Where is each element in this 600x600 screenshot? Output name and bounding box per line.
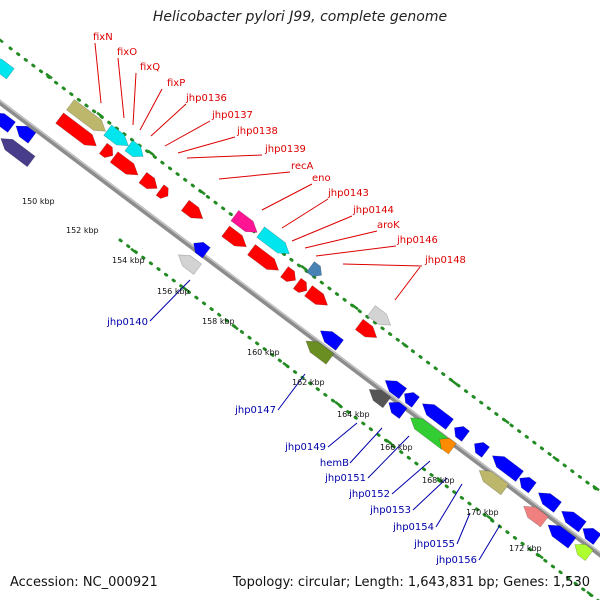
gene-red-j [292, 277, 308, 293]
gene-label-jhp0155: jhp0155 [413, 539, 455, 550]
gene-label-fixq: fixQ [140, 62, 160, 73]
gene-label-arok: aroK [377, 220, 400, 231]
gene-pink [523, 505, 549, 528]
kbp-tick-label: 170 kbp [466, 508, 499, 517]
gene-label-fixn: fixN [93, 32, 113, 43]
gene-label-jhp0137: jhp0137 [211, 110, 253, 121]
gene-fixQ [124, 139, 144, 158]
gene-orange [439, 437, 457, 455]
map-title: Helicobacter pylori J99, complete genome [152, 9, 448, 25]
gene-label-jhp0138: jhp0138 [236, 126, 278, 137]
gene-blue-n [537, 492, 562, 513]
gene-blue-k [474, 442, 490, 458]
gene-blue-b [0, 113, 16, 133]
gene-label-fixo: fixO [117, 47, 137, 58]
gene-blue-q [582, 527, 600, 546]
gene-label-jhp0154: jhp0154 [392, 522, 434, 533]
gene-label-jhp0148: jhp0148 [424, 255, 466, 266]
accession-text: Accession: NC_000921 [10, 575, 158, 590]
gene-red-d [138, 171, 158, 190]
gene-recA [230, 209, 258, 233]
gene-blue-d [193, 241, 211, 259]
gene-blue-a [0, 58, 15, 80]
gene-red-h [247, 244, 280, 271]
gene-red-e [155, 184, 169, 199]
gene-label-jhp0152: jhp0152 [348, 489, 390, 500]
gene-blue-l [491, 455, 524, 482]
gene-blue-f [384, 380, 408, 400]
gene-label-jhp0140: jhp0140 [106, 317, 148, 328]
gene-label-jhp0147: jhp0147 [234, 405, 276, 416]
kbp-tick-label: 166 kbp [380, 443, 413, 452]
gene-label-jhp0149: jhp0149 [284, 442, 326, 453]
gene-label-jhp0139: jhp0139 [264, 144, 306, 155]
gene-red-k [304, 285, 329, 306]
gene-label-jhp0153: jhp0153 [369, 505, 411, 516]
kbp-tick-label: 158 kbp [202, 317, 235, 326]
gene-grey-b [177, 254, 202, 275]
gene-blue-e [319, 330, 344, 351]
gene-blue-i [454, 426, 470, 442]
gene-label-jhp0143: jhp0143 [327, 188, 369, 199]
gene-grey-a [367, 305, 392, 326]
gene-slate [0, 138, 36, 168]
genome-summary-text: Topology: circular; Length: 1,643,831 bp… [232, 575, 590, 590]
gene-blue-h [421, 403, 454, 430]
kbp-tick-label: 172 kbp [509, 544, 542, 553]
gene-blue-p [547, 524, 577, 549]
kbp-tick-label: 152 kbp [66, 226, 99, 235]
gene-fixO [103, 124, 129, 147]
gene-eno [256, 226, 290, 255]
gene-red-g [221, 225, 247, 248]
kbp-tick-label: 164 kbp [337, 410, 370, 419]
gene-steel [306, 261, 322, 277]
gene-label-hemb: hemB [320, 458, 349, 469]
gene-blue-g [404, 392, 420, 408]
gene-red-i [280, 266, 296, 282]
gene-red-c [109, 151, 139, 176]
gene-fixN [66, 99, 107, 132]
kbp-tick-label: 150 kbp [22, 197, 55, 206]
gene-red-b [98, 142, 114, 158]
gene-red-f [180, 199, 204, 219]
gene-label-jhp0146: jhp0146 [396, 235, 438, 246]
kbp-tick-label: 154 kbp [112, 256, 145, 265]
gene-label-jhp0136: jhp0136 [185, 93, 227, 104]
gene-label-jhp0151: jhp0151 [324, 473, 366, 484]
gene-label-reca: recA [291, 161, 314, 172]
kbp-tick-label: 160 kbp [247, 348, 280, 357]
kbp-tick-label: 162 kbp [292, 378, 325, 387]
gene-label-jhp0156: jhp0156 [435, 555, 477, 566]
gene-blue-j [388, 401, 408, 420]
gene-blue-m [519, 476, 537, 494]
gene-label-jhp0144: jhp0144 [352, 205, 394, 216]
gene-blue-c [15, 125, 37, 144]
gene-label-eno: eno [312, 173, 331, 184]
gene-ygreen [574, 543, 594, 562]
kbp-tick-label: 156 kbp [157, 287, 190, 296]
gene-khaki [478, 470, 510, 496]
gene-olive [305, 340, 335, 365]
gene-red-l [354, 318, 378, 338]
gene-grey-c [368, 389, 392, 409]
gene-red-a [55, 112, 97, 147]
kbp-tick-label: 168 kbp [422, 476, 455, 485]
gene-blue-o [561, 510, 587, 533]
gene-label-fixp: fixP [167, 78, 185, 89]
